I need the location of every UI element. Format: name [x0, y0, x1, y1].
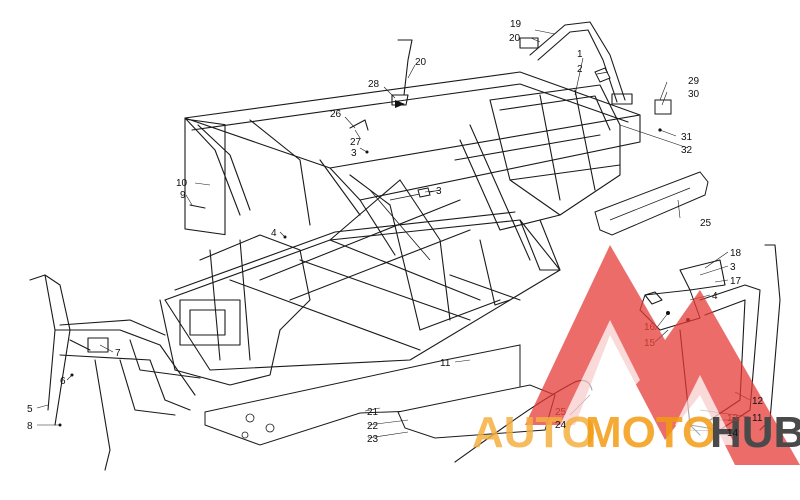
- callout-4a: 4: [271, 228, 277, 239]
- callout-25a: 25: [700, 218, 712, 229]
- watermark-word-auto: AUTO: [472, 408, 596, 457]
- callout-20a: 20: [509, 33, 521, 44]
- watermark-logo: [525, 245, 800, 465]
- callout-20b: 20: [415, 57, 427, 68]
- callout-11b: 11: [752, 413, 763, 424]
- callout-23: 23: [367, 434, 379, 445]
- front-guard-assembly: [29, 274, 201, 471]
- callout-16: 16: [644, 322, 656, 333]
- callout-18: 18: [730, 248, 742, 259]
- watermark-word-moto: MOTO: [585, 408, 716, 457]
- callout-3c: 3: [730, 262, 736, 273]
- callout-28: 28: [368, 79, 380, 90]
- callout-26: 26: [330, 109, 342, 120]
- callout-30: 30: [688, 89, 700, 100]
- callout-17: 17: [730, 276, 742, 287]
- callout-32: 32: [681, 145, 693, 156]
- callout-22: 22: [367, 421, 379, 432]
- callout-10: 10: [176, 178, 188, 189]
- callout-11a: 11: [440, 358, 451, 369]
- callout-8: 8: [27, 421, 33, 432]
- watermark-text: AUTO MOTO HUB: [472, 408, 800, 457]
- callout-2: 2: [577, 64, 583, 75]
- callout-3a: 3: [351, 148, 357, 159]
- callout-24: 24: [555, 420, 567, 431]
- hardware-parts: [58, 67, 672, 427]
- skid-plates: [204, 171, 709, 446]
- callout-27: 27: [350, 137, 362, 148]
- callout-5: 5: [27, 404, 33, 415]
- callout-6: 6: [60, 376, 66, 387]
- callout-25b: 25: [555, 407, 567, 418]
- callout-12: 12: [752, 396, 764, 407]
- callout-3b: 3: [436, 186, 442, 197]
- callout-13: 13: [727, 413, 739, 424]
- callout-29: 29: [688, 76, 700, 87]
- callout-15: 15: [644, 338, 656, 349]
- callout-1: 1: [577, 49, 583, 60]
- callout-9: 9: [180, 190, 186, 201]
- skid-plate-mid: [397, 384, 556, 439]
- callout-4b: 4: [712, 291, 718, 302]
- callout-14: 14: [727, 428, 739, 439]
- callout-7: 7: [115, 348, 121, 359]
- callout-19: 19: [510, 19, 522, 30]
- main-frame: [159, 71, 641, 386]
- callouts: 1 2 19 20 20 28 29 30 31 32 25 26 27 3 3…: [27, 19, 764, 445]
- callout-21: 21: [367, 407, 379, 418]
- callout-31: 31: [681, 132, 693, 143]
- upper-bracket: [391, 39, 413, 108]
- watermark-word-hub: HUB: [710, 408, 800, 457]
